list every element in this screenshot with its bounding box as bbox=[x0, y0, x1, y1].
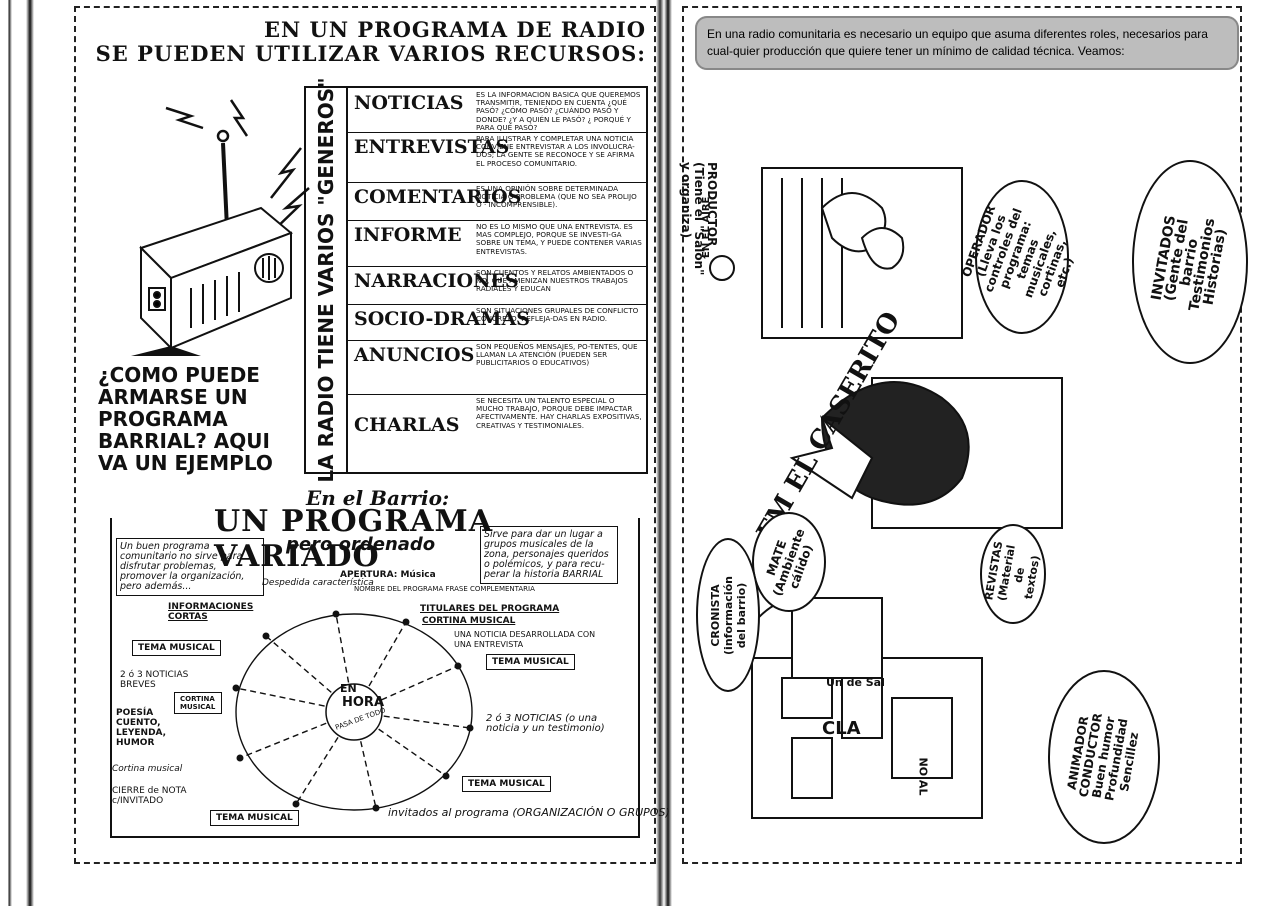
program-clock-diagram bbox=[232, 610, 474, 812]
book-binding-edge bbox=[0, 0, 38, 906]
label-despedida: Despedida característica bbox=[262, 578, 374, 588]
genre-description: NO ES LO MISMO QUE UNA ENTREVISTA. ES MA… bbox=[476, 222, 642, 256]
genre-row: COMENTARIOS ES UNA OPINIÓN SOBRE DETERMI… bbox=[348, 182, 646, 221]
genres-table: LA RADIO TIENE VARIOS "GENEROS" NOTICIAS… bbox=[304, 77, 648, 483]
genre-name: ANUNCIOS bbox=[354, 344, 475, 366]
label-noticias-right: 2 ó 3 NOTICIAS (o una noticia y un testi… bbox=[486, 713, 605, 734]
animador-caption: ANIMADOR CONDUCTOR Buen humor Profundida… bbox=[1064, 711, 1142, 802]
label-noticias-left: 2 ó 3 NOTICIAS BREVES bbox=[120, 670, 189, 690]
radio-studio-illustration bbox=[709, 167, 1063, 819]
barrio-title: En el Barrio: bbox=[306, 486, 450, 510]
genre-row: NOTICIAS ES LA INFORMACION BASICA QUE QU… bbox=[348, 88, 646, 133]
note-right: Sirve para dar un lugar a grupos musical… bbox=[480, 526, 618, 584]
program-diagram-frame bbox=[110, 518, 640, 838]
animador-bubble: ANIMADOR CONDUCTOR Buen humor Profundida… bbox=[1048, 670, 1160, 844]
mate-bubble: MATE (Ambiente cálido) bbox=[752, 512, 826, 612]
ordenado-subtitle: pero ordenado bbox=[286, 534, 436, 555]
label-apertura: APERTURA: Música bbox=[340, 570, 436, 580]
label-poesia: POESÍA CUENTO, LEYENDA, HUMOR bbox=[116, 708, 167, 748]
title-line-1: EN UN PROGRAMA DE RADIO bbox=[264, 17, 646, 42]
note-left: Un buen programa comunitario no sirve pa… bbox=[116, 538, 264, 596]
clock-center-hora: HORA bbox=[342, 695, 385, 710]
genre-row: INFORME NO ES LO MISMO QUE UNA ENTREVIST… bbox=[348, 220, 646, 267]
genre-description: PARA ILUSTRAR Y COMPLETAR UNA NOTICIA CO… bbox=[476, 134, 635, 168]
cronista-bubble: CRONISTA (información del barrio) bbox=[696, 538, 760, 692]
intro-banner: En una radio comunitaria es necesario un… bbox=[695, 16, 1239, 70]
genre-description: SON PEQUEÑOS MENSAJES, PO-TENTES, QUE LL… bbox=[476, 342, 638, 368]
invitados-caption: INVITADOS (Gente del barrio Testimonios … bbox=[1148, 213, 1230, 312]
genre-name: ENTREVISTAS bbox=[354, 136, 510, 158]
genre-row: ENTREVISTAS PARA ILUSTRAR Y COMPLETAR UN… bbox=[348, 132, 646, 183]
variado-title: UN PROGRAMA VARIADO bbox=[214, 504, 493, 574]
label-cierre: CIERRE de NOTA c/INVITADO bbox=[112, 786, 187, 806]
genre-description: SON CUENTOS Y RELATOS AMBIENTADOS O NO, … bbox=[476, 268, 634, 294]
book-gutter bbox=[656, 0, 678, 906]
label-tema-bottom: TEMA MUSICAL bbox=[210, 810, 299, 826]
label-informaciones: INFORMACIONES CORTAS bbox=[168, 602, 254, 622]
label-tema-right-1: TEMA MUSICAL bbox=[486, 654, 575, 670]
genres-label-text: LA RADIO TIENE VARIOS "GENEROS" bbox=[314, 77, 338, 483]
genre-description: ES LA INFORMACION BASICA QUE QUEREMOS TR… bbox=[476, 90, 641, 132]
clock-center-en: EN bbox=[340, 682, 357, 695]
intro-banner-text: En una radio comunitaria es necesario un… bbox=[707, 27, 1208, 58]
board-item: NO AL bbox=[916, 757, 930, 796]
genre-description: SON SITUACIONES GRUPALES DE CONFLICTO CO… bbox=[476, 306, 639, 324]
right-page bbox=[682, 6, 1242, 864]
left-page: EN UN PROGRAMA DE RADIO SE PUEDEN UTILIZ… bbox=[74, 6, 670, 864]
label-cortina-2: Cortina musical bbox=[112, 764, 183, 774]
label-titulares: TITULARES DEL PROGRAMA bbox=[420, 604, 560, 614]
genre-row: SOCIO-DRAMAS SON SITUACIONES GRUPALES DE… bbox=[348, 304, 646, 341]
genre-description: ES UNA OPINIÓN SOBRE DETERMINADA NOTICIA… bbox=[476, 184, 637, 210]
label-cortina-1: CORTINA MUSICAL bbox=[422, 616, 516, 626]
label-cortina-box: CORTINA MUSICAL bbox=[174, 692, 222, 714]
genre-name: CHARLAS bbox=[354, 414, 460, 436]
board-item: Un de Sal bbox=[826, 676, 885, 689]
invitados-bubble: INVITADOS (Gente del barrio Testimonios … bbox=[1132, 160, 1248, 364]
genre-name: NARRACIONES bbox=[354, 270, 519, 292]
radio-illustration bbox=[131, 99, 310, 356]
title-line-2: SE PUEDEN UTILIZAR VARIOS RECURSOS: bbox=[95, 41, 646, 66]
revistas-bubble: REVISTAS (Material de textos) bbox=[980, 524, 1046, 624]
genres-side-label: LA RADIO TIENE VARIOS "GENEROS" bbox=[306, 77, 348, 483]
genre-description: SE NECESITA UN TALENTO ESPECIAL O MUCHO … bbox=[476, 396, 642, 430]
genre-row: NARRACIONES SON CUENTOS Y RELATOS AMBIEN… bbox=[348, 266, 646, 305]
board-item: CLA bbox=[822, 718, 861, 739]
label-apertura-sub: NOMBRE DEL PROGRAMA FRASE COMPLEMENTARIA bbox=[354, 585, 535, 593]
label-tema-left: TEMA MUSICAL bbox=[132, 640, 221, 656]
question-text: ¿COMO PUEDE ARMARSE UN PROGRAMA BARRIAL?… bbox=[98, 363, 273, 475]
genre-name: SOCIO-DRAMAS bbox=[354, 308, 530, 330]
genre-row: ANUNCIOS SON PEQUEÑOS MENSAJES, PO-TENTE… bbox=[348, 340, 646, 395]
label-tema-right-2: TEMA MUSICAL bbox=[462, 776, 551, 792]
genre-name: INFORME bbox=[354, 224, 462, 246]
mate-caption: MATE (Ambiente cálido) bbox=[763, 526, 816, 598]
productor-caption: PRODUCTOR (Tiene el "Salón" y organiza) bbox=[679, 162, 719, 276]
label-una-noticia: UNA NOTICIA DESARROLLADA CON UNA ENTREVI… bbox=[454, 630, 596, 649]
operador-bubble: OPERADOR (Lleva los controles del progra… bbox=[959, 180, 1076, 334]
left-page-title: EN UN PROGRAMA DE RADIO SE PUEDEN UTILIZ… bbox=[96, 18, 646, 66]
genre-name: NOTICIAS bbox=[354, 92, 464, 114]
revistas-caption: REVISTAS (Material de textos) bbox=[982, 540, 1043, 602]
label-invitados: invitados al programa (ORGANIZACIÓN O GR… bbox=[388, 806, 670, 819]
cronista-caption: CRONISTA (información del barrio) bbox=[708, 575, 748, 655]
genre-row: CHARLAS SE NECESITA UN TALENTO ESPECIAL … bbox=[348, 394, 646, 470]
genre-name: COMENTARIOS bbox=[354, 186, 522, 208]
